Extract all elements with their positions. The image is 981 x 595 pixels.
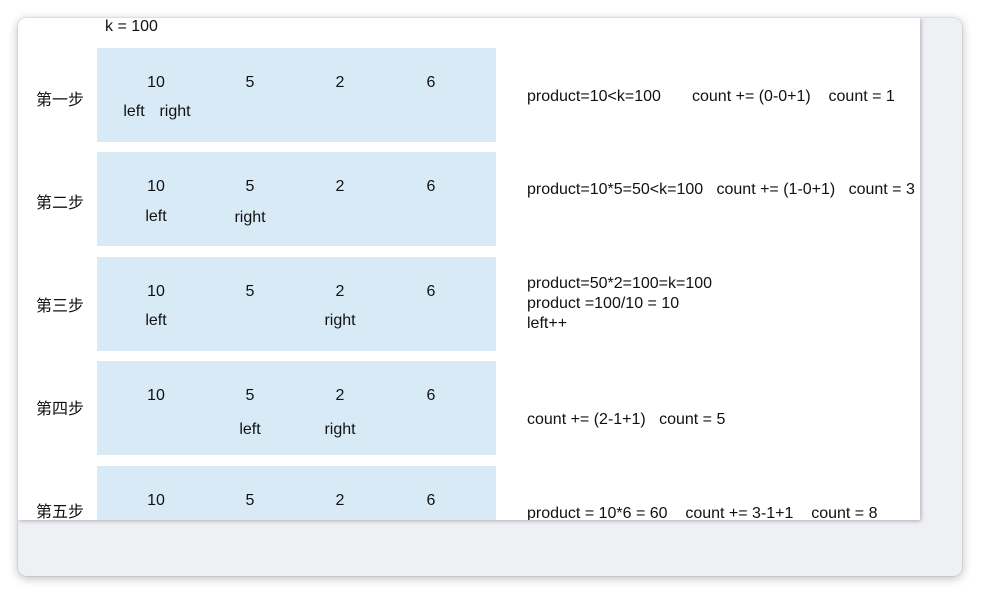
explanation-line: product=10<k=100 count += (0-0+1) count … — [527, 88, 895, 105]
array-value: 10 — [147, 492, 165, 509]
array-state-box: 10 5 2 6 left right — [97, 361, 496, 455]
array-value: 5 — [245, 387, 255, 404]
array-value: 6 — [426, 74, 436, 91]
array-value: 2 — [335, 283, 345, 300]
k-value-label: k = 100 — [105, 18, 158, 35]
array-value: 10 — [147, 283, 165, 300]
step-label: 第三步 — [36, 296, 85, 315]
explanation-line: product=10*5=50<k=100 count += (1-0+1) c… — [527, 181, 915, 198]
array-state-box: 10 5 2 6 left right — [97, 48, 496, 142]
pointer-right: right — [234, 209, 266, 226]
step-label: 第一步 — [36, 90, 85, 109]
explanation-line: count += (2-1+1) count = 5 — [527, 411, 726, 428]
array-value: 2 — [335, 178, 345, 195]
step-label: 第四步 — [36, 399, 85, 418]
explanation-line: product=50*2=100=k=100 — [527, 275, 713, 292]
step-label: 第二步 — [36, 193, 85, 212]
array-value: 5 — [245, 283, 255, 300]
pointer-right: right — [324, 421, 356, 438]
explanation-line: product = 10*6 = 60 count += 3-1+1 count… — [527, 505, 878, 520]
window-frame: k = 100 第一步 10 5 2 6 left right product=10<k=10… — [18, 18, 962, 576]
array-value: 10 — [147, 178, 165, 195]
array-value: 6 — [426, 178, 436, 195]
array-state-box: 10 5 2 6 left right — [97, 257, 496, 351]
diagram-canvas: k = 100 第一步 10 5 2 6 left right product=10<k=10… — [18, 18, 920, 520]
step-label: 第五步 — [36, 502, 85, 520]
pointer-left: left — [239, 421, 261, 438]
array-value: 2 — [335, 74, 345, 91]
array-value: 6 — [426, 283, 436, 300]
pointer-left: left — [145, 208, 167, 225]
pointer-right: right — [159, 103, 191, 120]
array-state-box: 10 5 2 6 left right — [97, 152, 496, 246]
pointer-left: left — [123, 103, 145, 120]
array-value: 5 — [245, 178, 255, 195]
array-value: 5 — [245, 74, 255, 91]
array-value: 10 — [147, 74, 165, 91]
array-value: 2 — [335, 387, 345, 404]
array-value: 2 — [335, 492, 345, 509]
pointer-right: right — [324, 312, 356, 329]
array-value: 5 — [245, 492, 255, 509]
explanation-line: product =100/10 = 10 — [527, 295, 680, 312]
array-value: 6 — [426, 492, 436, 509]
pointer-left: left — [145, 312, 167, 329]
array-value: 6 — [426, 387, 436, 404]
explanation-line: left++ — [527, 315, 568, 332]
array-value: 10 — [147, 387, 165, 404]
